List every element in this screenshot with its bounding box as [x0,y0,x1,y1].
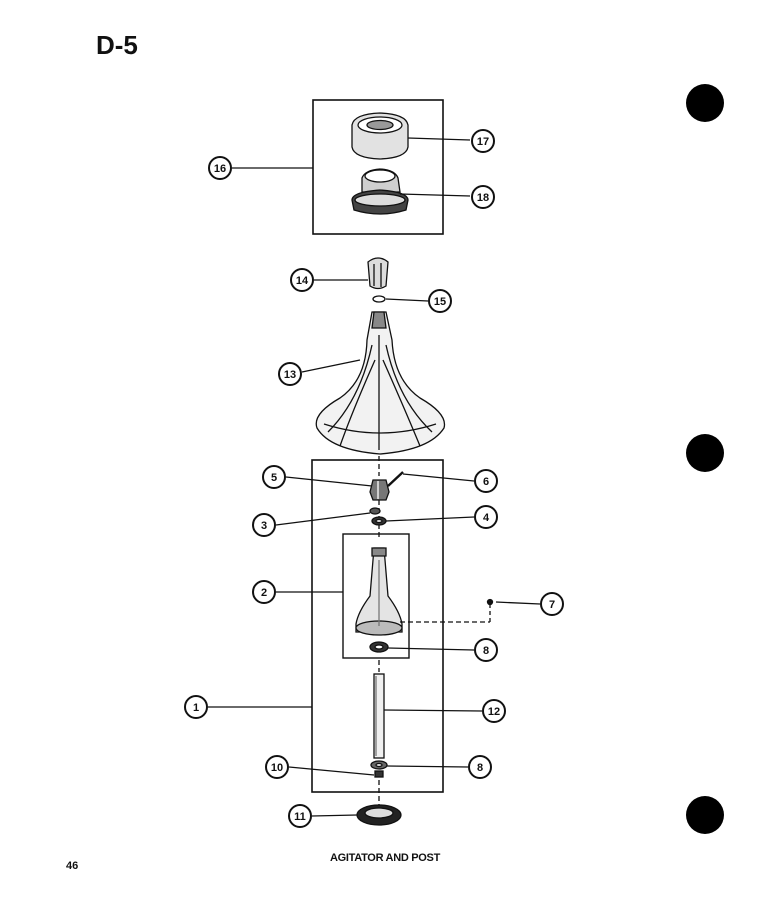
part-18-insert [351,168,471,215]
callout-label: 11 [294,811,306,823]
callout-label: 10 [271,762,283,774]
part-8-washer-lower [370,760,469,770]
callout-11 [288,804,312,828]
part-15-washer [372,295,429,303]
callout-18 [471,185,495,209]
part-7-screw [400,598,541,623]
binder-hole-bottom [686,796,724,834]
part-12-shaft [373,673,483,759]
callout-5 [262,465,286,489]
callout-label: 4 [483,512,490,524]
part-8-seal-upper [369,641,475,653]
callout-3 [252,513,276,537]
callout-label: 14 [296,275,309,287]
callout-label: 13 [284,369,296,381]
part-13-agitator [301,311,446,455]
callout-4 [474,505,498,529]
part-11-seal [311,804,402,826]
callout-label: 18 [477,192,489,204]
callout-label: 8 [477,762,483,774]
callout-1 [184,695,208,719]
binder-hole-top [686,84,724,122]
kit-box-16 [312,99,444,235]
page-number: 46 [66,860,79,872]
callout-8a [474,638,498,662]
callout-10 [265,755,289,779]
callout-label: 7 [549,599,555,611]
callout-14 [290,268,314,292]
callout-label: 5 [271,472,277,484]
callout-17 [471,129,495,153]
post-casting [355,547,403,636]
part-5-nut [285,476,390,501]
callout-12 [482,699,506,723]
assembly-box-1 [311,459,444,793]
callout-label: 15 [434,296,446,308]
part-4-washer [371,516,475,526]
part-3-washer [275,507,381,526]
callout-2 [252,580,276,604]
callout-label: 12 [488,706,500,718]
callout-8b [468,755,492,779]
callout-label: 6 [483,476,489,488]
callout-label: 8 [483,645,489,657]
binder-hole-middle [686,434,724,472]
callout-label: 16 [214,163,226,175]
callout-label: 17 [477,136,489,148]
diagram-caption: AGITATOR AND POST [330,852,440,864]
callout-label: 2 [261,587,267,599]
callout-label: 3 [261,520,267,532]
part-10-nut [288,766,384,778]
inner-box-2 [342,533,410,659]
part-14-cap [314,257,389,290]
callout-7 [540,592,564,616]
section-id: D-5 [96,30,138,60]
callout-15 [428,289,452,313]
callout-label: 1 [193,702,199,714]
callout-13 [278,362,302,386]
callout-16 [208,156,232,180]
callout-6 [474,469,498,493]
part-17-cap [351,112,471,160]
part-6-pin [387,471,475,487]
